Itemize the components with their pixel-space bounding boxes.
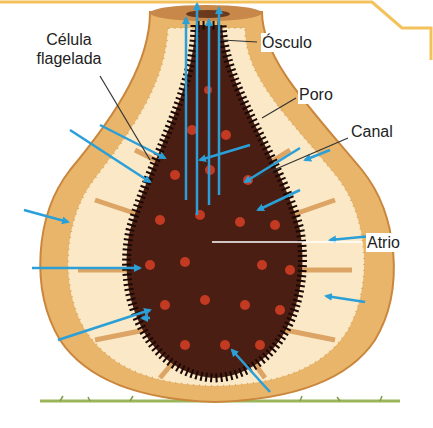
canals-part: [292, 200, 335, 215]
part-label: Canal: [350, 122, 394, 141]
atrium-dots-part: [257, 260, 267, 270]
part-label: Ósculo: [261, 33, 313, 52]
part-label: Célula flagelada: [26, 30, 112, 68]
atrium-dots-part: [180, 257, 190, 267]
leader-line: [262, 98, 296, 118]
water-flow-arrows-part: [218, 8, 221, 195]
atrium-dots-part: [221, 130, 231, 140]
part-label: Poro: [298, 85, 334, 104]
water-flow-arrows-part: [32, 267, 140, 270]
atrium-dots-part: [180, 340, 190, 350]
atrium: [127, 25, 303, 378]
canals-part: [95, 200, 140, 215]
osculum-opening: [186, 10, 230, 18]
canals-part: [285, 330, 335, 340]
atrium-dots-part: [170, 170, 180, 180]
water-flow-arrows-part: [142, 317, 150, 320]
water-flow-arrows-part: [245, 148, 300, 182]
water-flow-arrows-part: [258, 190, 300, 210]
water-flow-arrows: [24, 4, 372, 392]
atrium-dots-part: [155, 215, 165, 225]
atrium-dots-part: [187, 125, 197, 135]
outer-wall: [40, 12, 394, 402]
leader-line: [100, 76, 150, 160]
water-flow-arrows-part: [24, 210, 68, 222]
canals-part: [95, 330, 145, 340]
water-flow-arrows-part: [58, 310, 150, 340]
atrium-dots-part: [275, 305, 285, 315]
water-flow-arrows-part: [232, 350, 270, 392]
leader-line: [255, 138, 348, 178]
atrium-dots-part: [160, 300, 170, 310]
water-flow-arrows-part: [326, 296, 365, 302]
water-flow-arrows-part: [70, 130, 150, 182]
atrium-dots-part: [270, 220, 280, 230]
atrium-dots-part: [255, 340, 265, 350]
leader-lines: [100, 40, 362, 242]
canals-part: [302, 268, 352, 273]
leader-line: [212, 241, 362, 243]
atrium-dots-part: [240, 300, 250, 310]
water-flow-arrows-part: [200, 145, 250, 160]
osculum-rim: [150, 5, 262, 21]
atrium-dots-part: [145, 260, 155, 270]
water-flow-arrows-part: [208, 20, 211, 205]
atrium-dots-part: [200, 295, 210, 305]
water-flow-arrows-part: [196, 4, 199, 215]
atrium-dots-part: [285, 265, 295, 275]
atrium-dots-part: [235, 217, 245, 227]
water-flow-arrows-part: [185, 18, 188, 200]
leader-line: [222, 40, 257, 42]
atrium-dots-part: [220, 340, 230, 350]
part-label: Atrio: [366, 233, 401, 252]
